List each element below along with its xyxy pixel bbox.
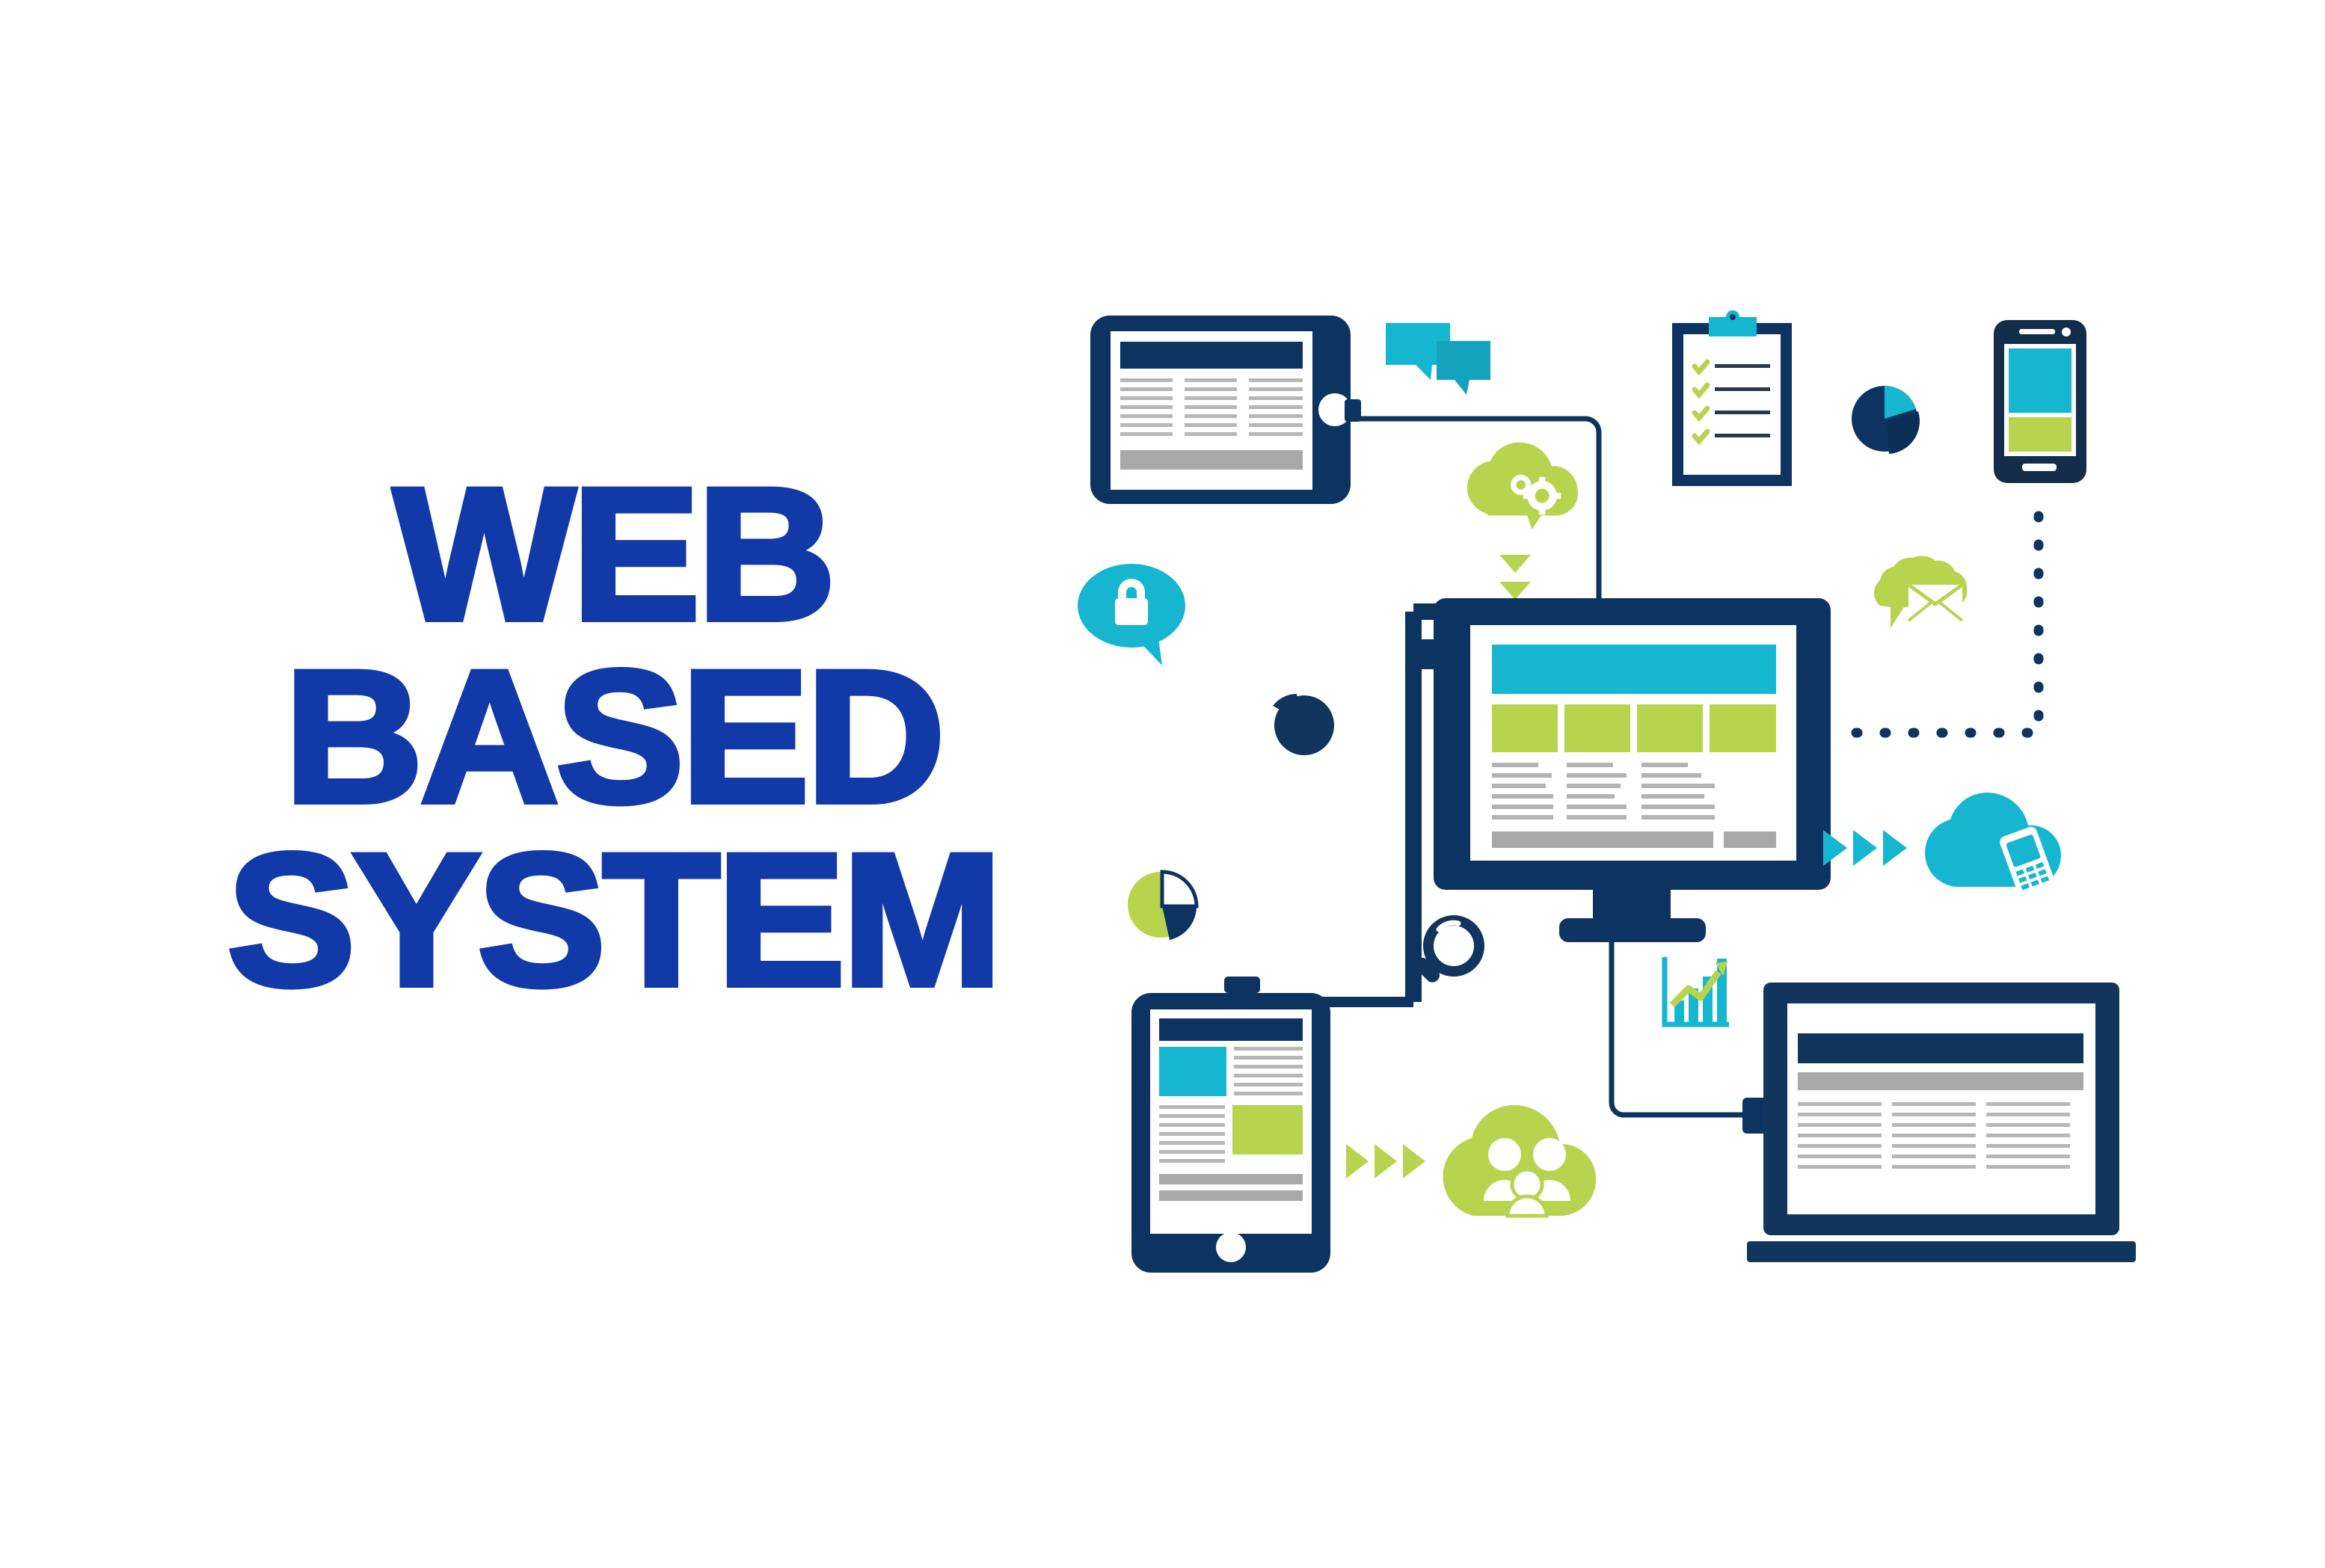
- laptop-base: [1747, 1241, 2136, 1262]
- title-line-2: BASED: [281, 632, 948, 843]
- tablet-home-button: [1318, 393, 1351, 426]
- pie-chart-exploded-icon: [1273, 694, 1334, 755]
- tablet-landscape-footer: [1120, 450, 1303, 470]
- green-arrows: [1346, 1144, 1425, 1178]
- tablet-portrait-footer-1: [1159, 1174, 1303, 1184]
- smartphone-device[interactable]: [1994, 320, 2086, 483]
- monitor-base: [1559, 918, 1706, 942]
- desktop-monitor-device[interactable]: [1434, 598, 1831, 942]
- connector-dotted-phone-to-monitor: [1831, 511, 2044, 738]
- laptop-text-columns: [1798, 1102, 2070, 1169]
- monitor-tiles: [1492, 704, 1776, 752]
- smartphone-speaker: [2019, 329, 2055, 334]
- tablet-landscape-text: [1120, 378, 1303, 436]
- trend-arrow-head: [1716, 962, 1727, 976]
- lock-speech-bubble-icon: [1078, 564, 1185, 665]
- page-title: WEB BASED SYSTEM: [127, 457, 1099, 1017]
- chat-bubbles-icon: [1386, 323, 1490, 395]
- monitor-text-columns: [1492, 763, 1715, 820]
- monitor-footer-bar-1: [1492, 831, 1713, 848]
- clipboard-items: [1692, 359, 1770, 446]
- title-line-1: WEB: [390, 449, 839, 660]
- tablet-portrait-top-port: [1224, 977, 1260, 993]
- smartphone-camera: [2062, 328, 2071, 336]
- laptop-left-port: [1742, 1098, 1768, 1134]
- tablet-portrait-cyan-block: [1159, 1047, 1226, 1096]
- bar-1: [1674, 1000, 1684, 1023]
- tablet-portrait-text-left: [1159, 1105, 1225, 1163]
- tablet-portrait-home-button: [1216, 1232, 1246, 1262]
- tablet-portrait-header: [1159, 1018, 1303, 1041]
- monitor-header-bar: [1492, 645, 1776, 694]
- pie-chart-icon: [1852, 386, 1920, 454]
- tablet-landscape-device[interactable]: [1090, 316, 1361, 504]
- cloud-people-icon: [1443, 1104, 1597, 1218]
- clipboard-checklist-icon: [1672, 310, 1792, 486]
- connector-monitor-to-laptop: [1609, 908, 1750, 1118]
- cloud-mobile-icon: [1925, 792, 2062, 895]
- connector-tablet-to-monitor: [1346, 416, 1602, 598]
- laptop-device[interactable]: [1747, 983, 2136, 1262]
- title-line-3: SYSTEM: [224, 814, 1006, 1025]
- smartphone-screen-top: [2009, 348, 2071, 413]
- cloud-email-icon: [1873, 556, 1968, 628]
- cloud-gears-icon: [1466, 442, 1579, 530]
- monitor-footer-bar-2: [1724, 831, 1776, 848]
- green-down-triangle-2: [1499, 582, 1531, 600]
- tablet-portrait-footer-2: [1159, 1190, 1303, 1201]
- tablet-portrait-text-right: [1234, 1047, 1303, 1095]
- magnifier-icon: [1415, 915, 1484, 983]
- cyan-arrows: [1823, 830, 1907, 866]
- tablet-landscape-header: [1120, 342, 1303, 369]
- tablet-portrait-green-block: [1232, 1105, 1303, 1155]
- green-down-triangle-1: [1499, 555, 1531, 573]
- laptop-subbar: [1798, 1072, 2083, 1090]
- smartphone-screen-bottom: [2009, 417, 2071, 452]
- bar-chart-growth-icon: [1662, 957, 1729, 1027]
- pie-chart-green-icon: [1128, 870, 1199, 940]
- tablet-portrait-device[interactable]: [1131, 993, 1330, 1273]
- laptop-header-bar: [1798, 1033, 2083, 1063]
- smartphone-home-button: [2022, 464, 2057, 471]
